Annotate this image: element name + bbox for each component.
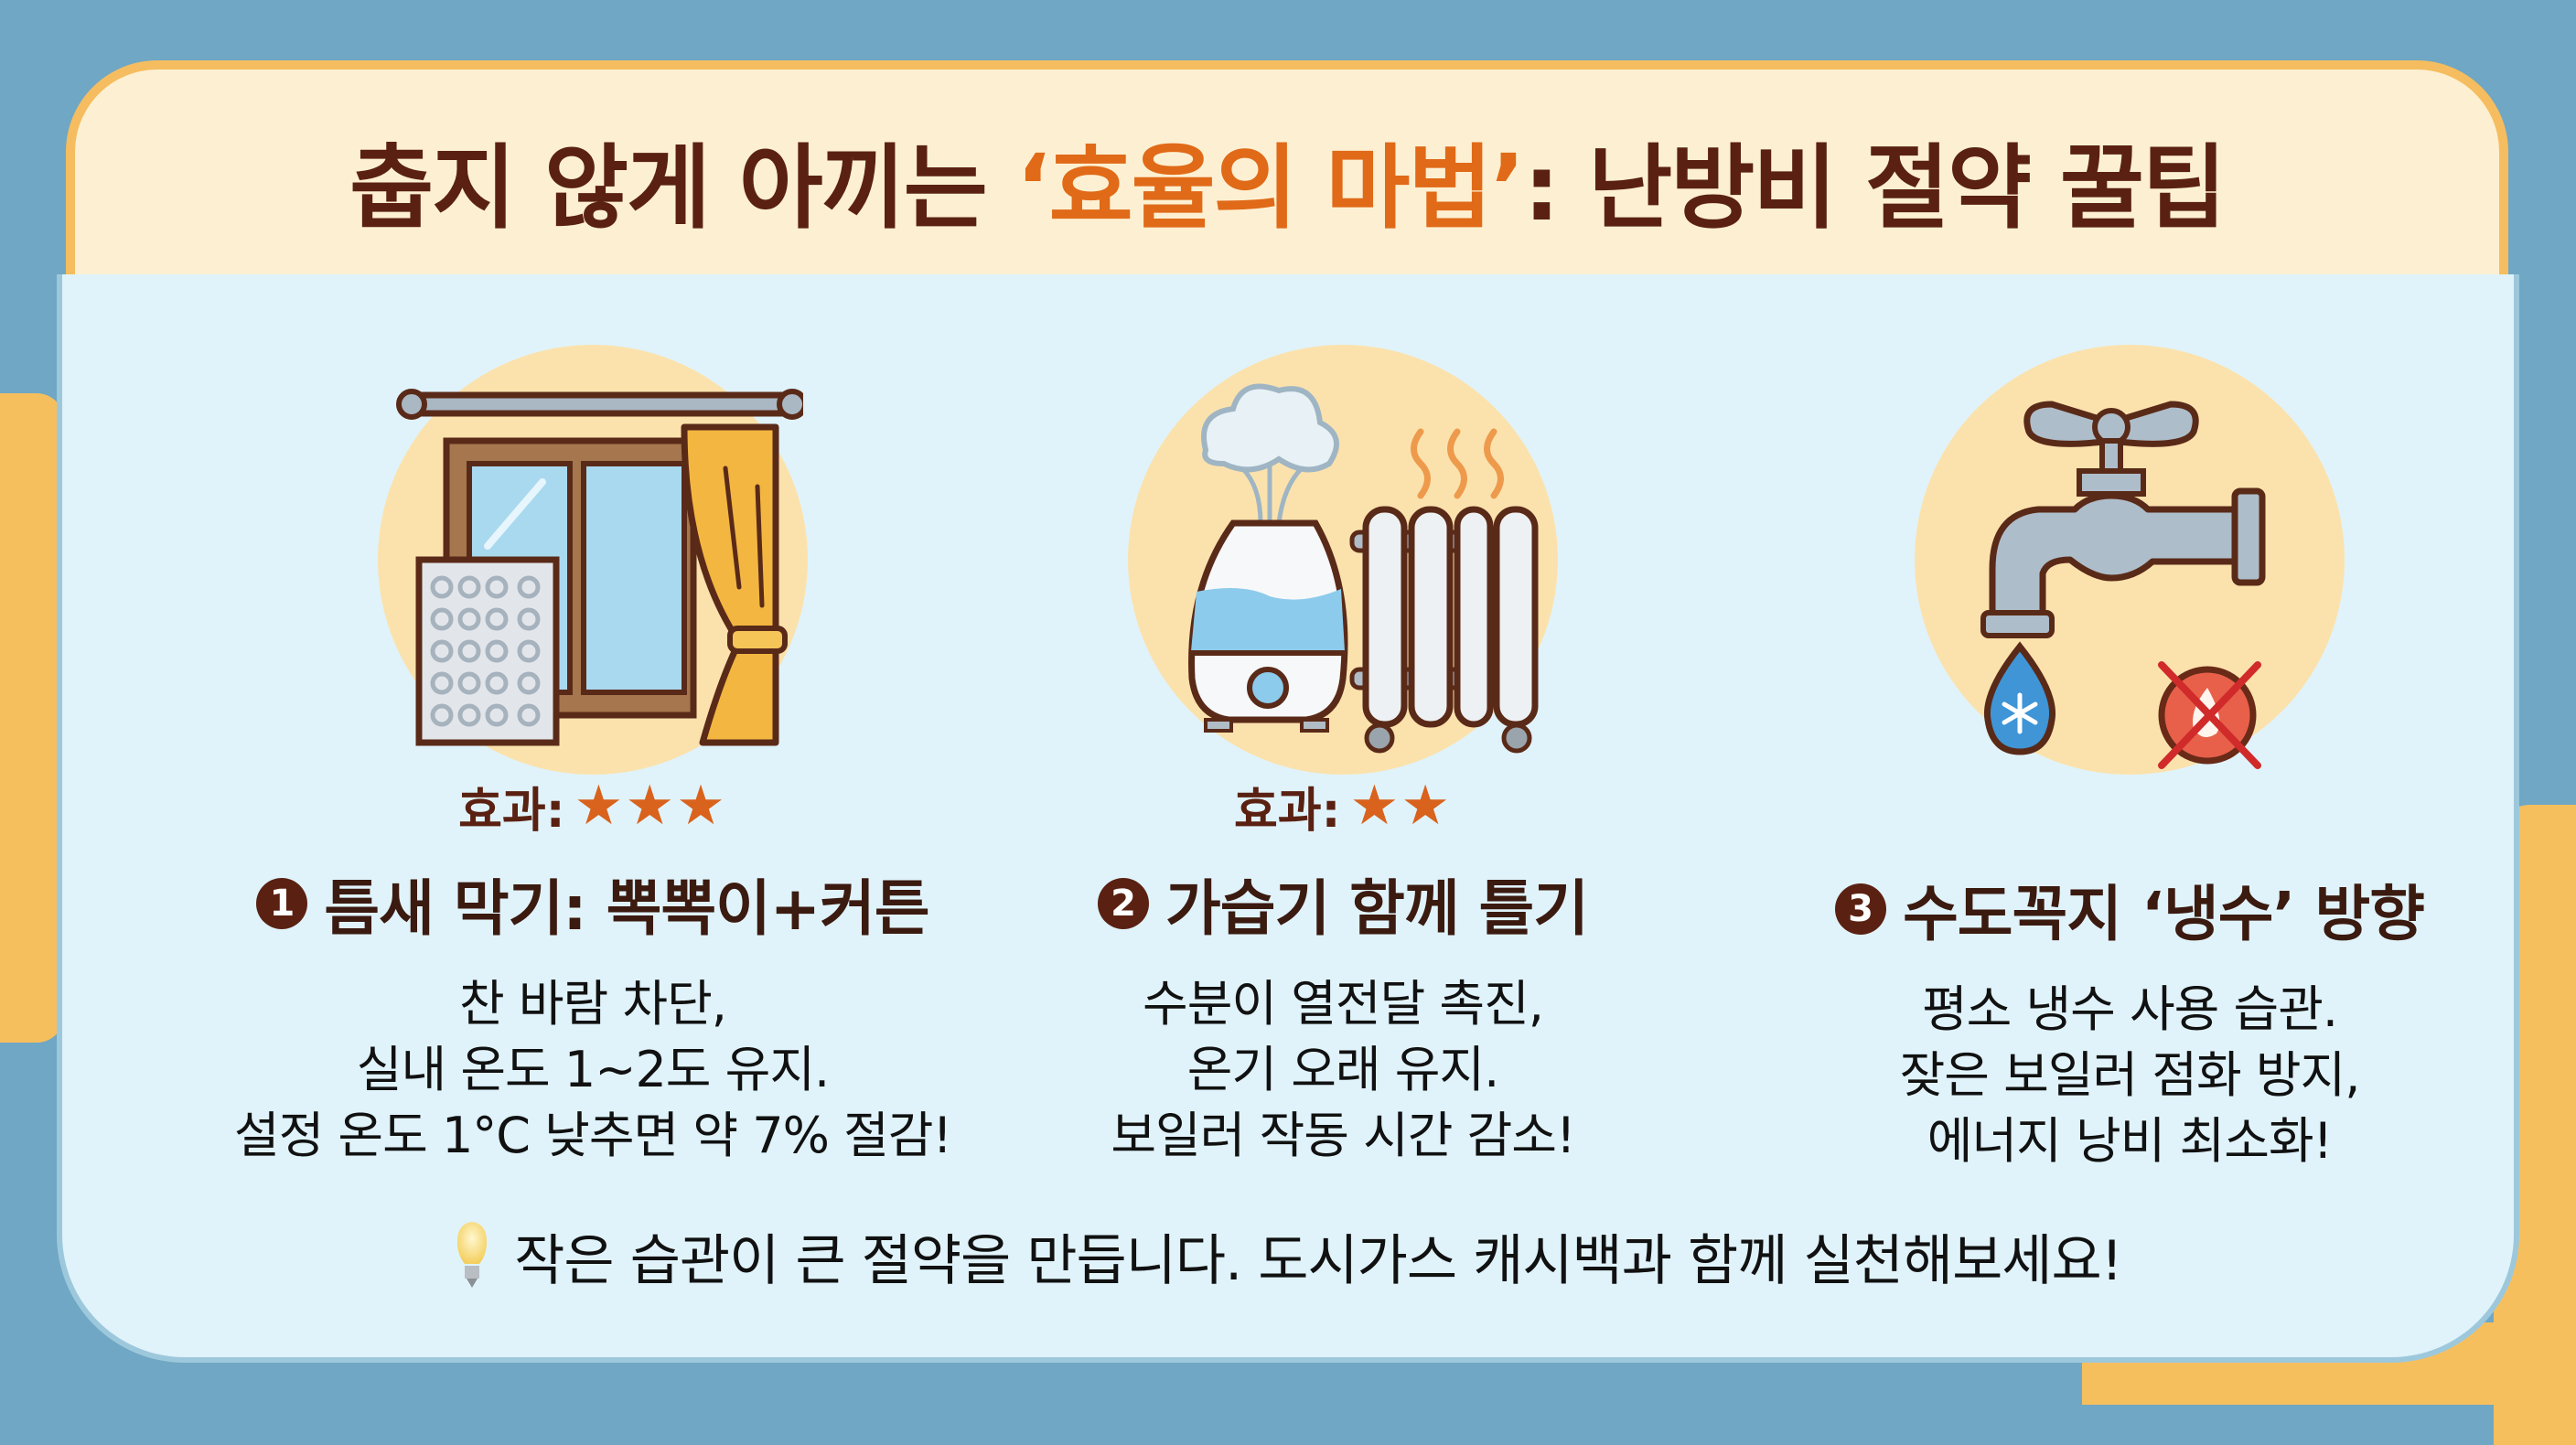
description-line: 잦은 보일러 점화 방지, <box>1899 1046 2361 1104</box>
tip-description: 평소 냉수 사용 습관. 잦은 보일러 점화 방지, 에너지 낭비 최소화! <box>1899 977 2361 1174</box>
description-line: 설정 온도 1°C 낮추면 약 7% 절감! <box>233 1107 952 1164</box>
decorative-blob-left <box>0 393 64 1043</box>
tip-description: 수분이 열전달 촉진, 온기 오래 유지. 보일러 작동 시간 감소! <box>1111 971 1575 1169</box>
effect-label: 효과: <box>458 783 565 839</box>
effect-label: 효과: <box>1233 783 1341 839</box>
description-line: 온기 오래 유지. <box>1186 1041 1500 1098</box>
window-curtain-bubblewrap-icon <box>364 340 821 779</box>
tip-title: 수도꼭지 ‘냉수’ 방향 <box>1903 879 2425 949</box>
effect-rating: 효과: ★★ <box>1233 774 1453 839</box>
description-line: 평소 냉수 사용 습관. <box>1921 980 2338 1038</box>
tip-heading: 3 수도꼭지 ‘냉수’ 방향 <box>1835 865 2425 953</box>
title-banner: 춥지 않게 아끼는 ‘효율의 마법’: 난방비 절약 꿀팁 <box>66 60 2508 289</box>
number-badge: 1 <box>256 878 308 929</box>
title-accent: ‘효율의 마법’ <box>1015 134 1526 241</box>
lightbulb-icon <box>454 1218 490 1295</box>
tip-card-2: 효과: ★★ 2 가습기 함께 틀기 수분이 열전달 촉진, 온기 오래 유지.… <box>950 274 1736 1169</box>
tip-title: 틈새 막기: 뽁뽁이+커튼 <box>324 873 929 944</box>
page-title: 춥지 않게 아끼는 ‘효율의 마법’: 난방비 절약 꿀팁 <box>349 113 2227 246</box>
description-line: 에너지 낭비 최소화! <box>1927 1112 2333 1170</box>
footer-message: 작은 습관이 큰 절약을 만듭니다. 도시가스 캐시백과 함께 실천해보세요! <box>62 1216 2514 1296</box>
number-badge: 2 <box>1098 878 1149 929</box>
tip-description: 찬 바람 차단, 실내 온도 1~2도 유지. 설정 온도 1°C 낮추면 약 … <box>233 971 952 1169</box>
faucet-cold-water-icon <box>1901 340 2358 779</box>
tip-card-3: 3 수도꼭지 ‘냉수’ 방향 평소 냉수 사용 습관. 잦은 보일러 점화 방지… <box>1736 274 2523 1174</box>
description-line: 실내 온도 1~2도 유지. <box>356 1041 830 1098</box>
description-line: 수분이 열전달 촉진, <box>1143 975 1544 1033</box>
tip-heading: 1 틈새 막기: 뽁뽁이+커튼 <box>256 860 930 947</box>
title-suffix: : 난방비 절약 꿀팁 <box>1523 134 2226 241</box>
star-icons: ★★ <box>1349 774 1453 838</box>
description-line: 찬 바람 차단, <box>459 975 727 1033</box>
star-icons: ★★★ <box>574 774 727 838</box>
footer-text: 작은 습관이 큰 절약을 만듭니다. 도시가스 캐시백과 함께 실천해보세요! <box>514 1229 2123 1293</box>
effect-rating: 효과: ★★★ <box>458 774 727 839</box>
humidifier-radiator-icon <box>1114 340 1572 779</box>
description-line: 보일러 작동 시간 감소! <box>1111 1107 1575 1164</box>
number-badge: 3 <box>1835 883 1887 935</box>
tips-panel: 효과: ★★★ 1 틈새 막기: 뽁뽁이+커튼 찬 바람 차단, 실내 온도 1… <box>57 274 2519 1363</box>
title-prefix: 춥지 않게 아끼는 <box>349 134 1016 241</box>
tip-title: 가습기 함께 틀기 <box>1165 873 1589 944</box>
tip-heading: 2 가습기 함께 틀기 <box>1098 860 1589 947</box>
tip-card-1: 효과: ★★★ 1 틈새 막기: 뽁뽁이+커튼 찬 바람 차단, 실내 온도 1… <box>199 274 986 1169</box>
